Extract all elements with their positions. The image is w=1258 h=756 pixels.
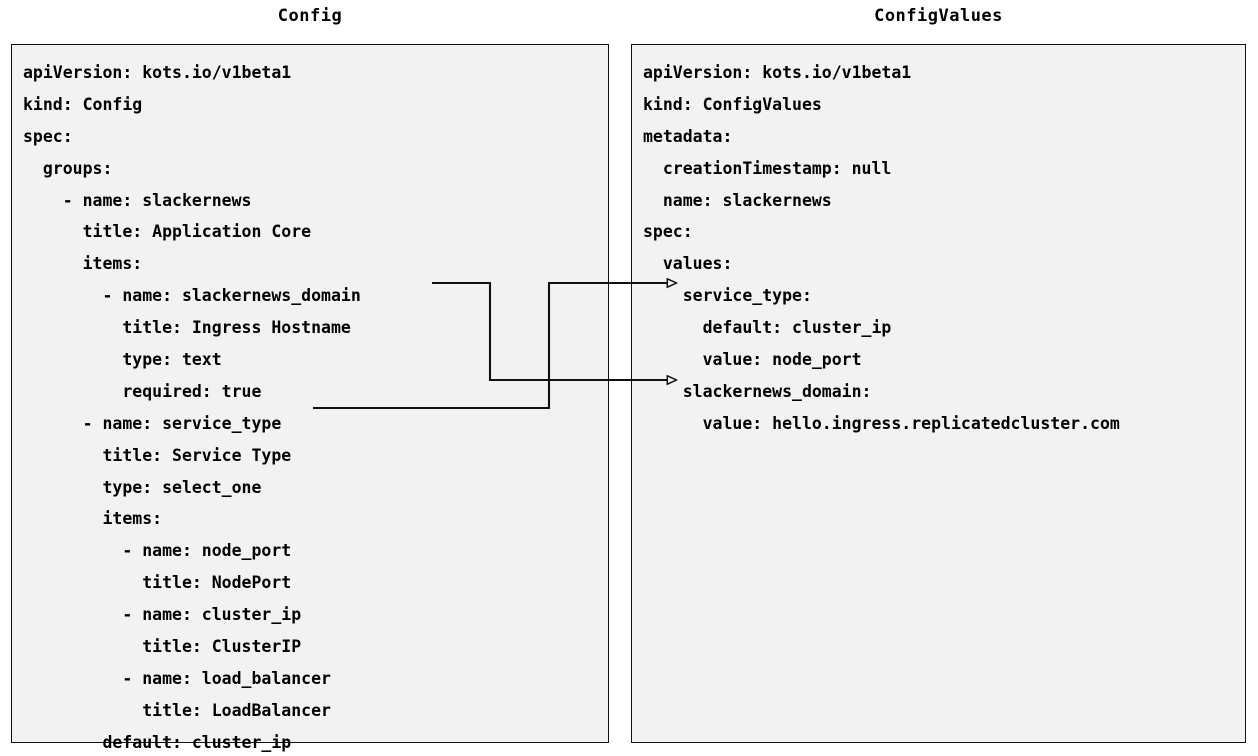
config-yaml-line: type: text [23, 350, 222, 370]
config-yaml-line: items: [23, 509, 163, 529]
configvalues-yaml-line: kind: ConfigValues [643, 94, 822, 114]
config-yaml-line: - name: slackernews_domain [23, 286, 361, 306]
config-yaml-line: items: [23, 254, 143, 274]
config-yaml-line: groups: [23, 158, 113, 178]
configvalues-yaml-line: value: node_port [643, 350, 862, 370]
configvalues-yaml-line: spec: [643, 222, 693, 242]
config-yaml-line: title: ClusterIP [23, 637, 302, 657]
config-yaml-line: - name: slackernews [23, 190, 252, 210]
config-yaml-line: title: Service Type [23, 445, 292, 465]
config-yaml-line: kind: Config [23, 94, 143, 114]
configvalues-yaml-line: creationTimestamp: null [643, 158, 892, 178]
config-yaml-line: - name: cluster_ip [23, 605, 302, 625]
configvalues-yaml-line: slackernews_domain: [643, 381, 872, 401]
config-panel-title: Config [277, 6, 343, 26]
configvalues-panel: apiVersion: kots.io/v1beta1 kind: ConfigV… [631, 44, 1246, 743]
config-yaml-line: - name: load_balancer [23, 668, 331, 688]
configvalues-yaml-line: value: hello.ingress.replicatedcluster.c… [643, 413, 1120, 433]
config-panel: apiVersion: kots.io/v1beta1 kind: Config s… [11, 44, 609, 752]
config-yaml-line: type: select_one [23, 477, 262, 497]
configvalues-yaml-line: metadata: [643, 126, 733, 146]
configvalues-yaml-line: name: slackernews [643, 190, 832, 210]
config-yaml-line: required: true [23, 381, 262, 401]
config-yaml-line: title: Ingress Hostname [23, 318, 351, 338]
configvalues-yaml-line: service_type: [643, 286, 812, 306]
config-yaml-line: apiVersion: kots.io/v1beta1 [23, 63, 292, 82]
config-yaml-line: - name: node_port [23, 541, 292, 561]
config-yaml-line: title: Application Core [23, 222, 312, 242]
configvalues-yaml-line: apiVersion: kots.io/v1beta1 [643, 63, 912, 82]
config-yaml-line: title: LoadBalancer [23, 700, 331, 720]
config-yaml-line: spec: [23, 126, 73, 146]
configvalues-yaml-block: apiVersion: kots.io/v1beta1 kind: ConfigV… [632, 45, 1245, 742]
configvalues-panel-title: ConfigValues [874, 6, 1003, 26]
config-yaml-line: default: cluster_ip [23, 732, 292, 752]
config-yaml-line: title: NodePort [23, 573, 292, 593]
config-yaml-block: apiVersion: kots.io/v1beta1 kind: Config s… [12, 45, 608, 752]
configvalues-yaml-line: default: cluster_ip [643, 318, 892, 338]
configvalues-yaml-line: values: [643, 254, 733, 274]
config-yaml-line: - name: service_type [23, 413, 282, 433]
